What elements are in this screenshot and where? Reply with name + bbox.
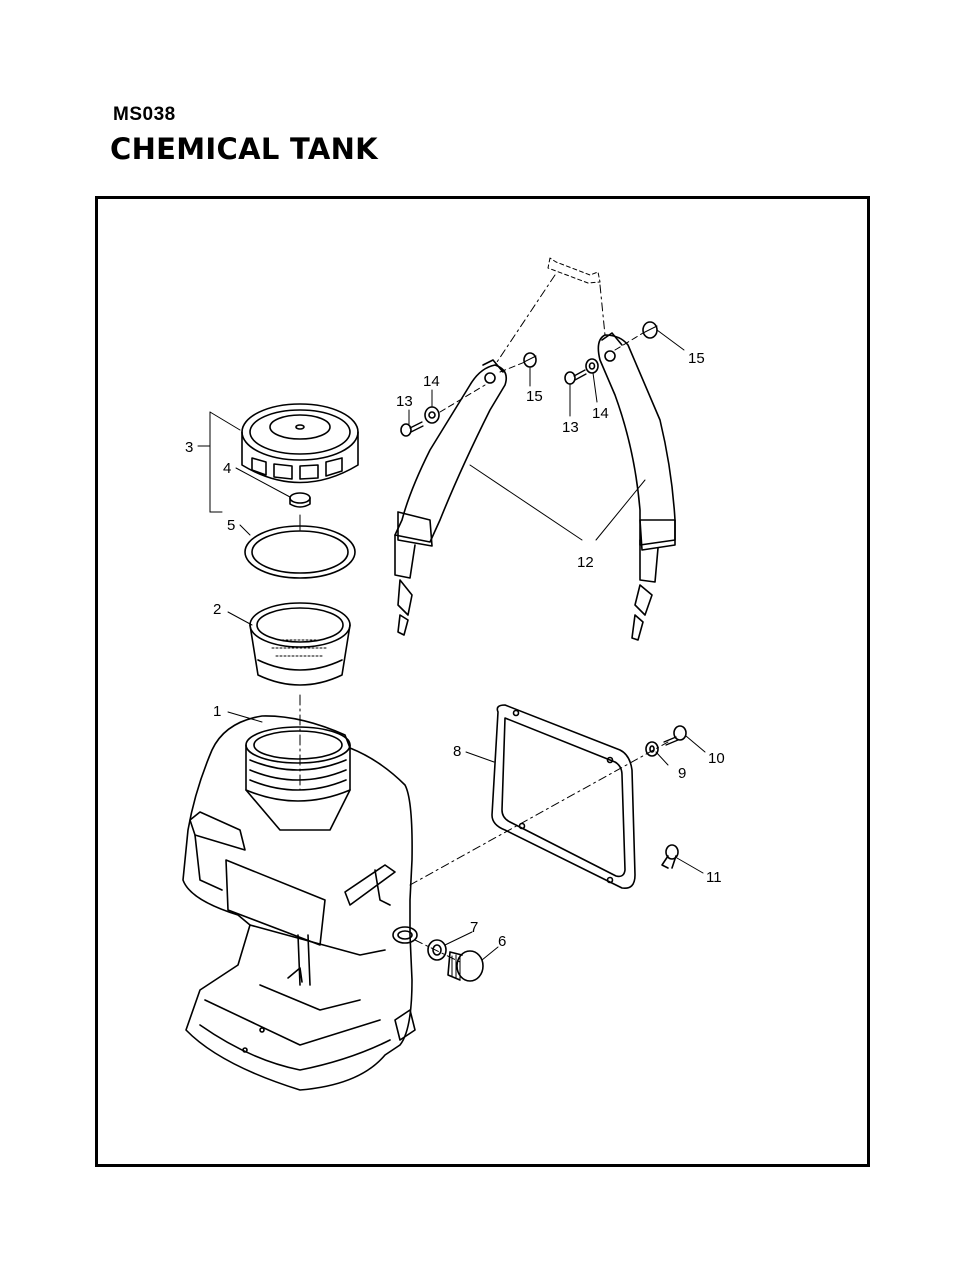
diagram-code: MS038 <box>113 104 176 125</box>
callout-2: 2 <box>213 601 221 618</box>
nut-15-right-part <box>642 321 658 339</box>
callout-14-right: 14 <box>592 405 609 422</box>
callout-7: 7 <box>470 919 478 936</box>
diagram-frame <box>95 196 870 1167</box>
tank-cap-part <box>241 403 359 484</box>
washer-14-left-part <box>424 406 440 424</box>
callout-13-right: 13 <box>562 419 579 436</box>
clip-11-part <box>661 844 679 869</box>
callout-3: 3 <box>185 439 193 456</box>
callout-15-left: 15 <box>526 388 543 405</box>
callout-13-left: 13 <box>396 393 413 410</box>
callout-15-right: 15 <box>688 350 705 367</box>
back-pad-part <box>491 704 636 890</box>
left-strap-part <box>394 359 508 636</box>
callout-5: 5 <box>227 517 235 534</box>
tank-body-part <box>182 715 418 1091</box>
callout-11: 11 <box>706 869 722 886</box>
drain-cap-part <box>447 950 484 982</box>
strainer-part <box>249 602 351 686</box>
callout-6: 6 <box>498 933 506 950</box>
bolt-13-left-part <box>400 421 424 437</box>
callout-1: 1 <box>213 703 221 720</box>
callout-4: 4 <box>223 460 231 477</box>
o-ring-part <box>244 525 356 579</box>
cap-valve-part <box>289 492 311 508</box>
leader-lines <box>197 329 706 961</box>
washer-14-right-part <box>585 358 599 374</box>
callout-8: 8 <box>453 743 461 760</box>
bolt-13-right-part <box>564 369 587 385</box>
drain-gasket-part <box>427 939 447 961</box>
callout-9: 9 <box>678 765 686 782</box>
callout-14-left: 14 <box>423 373 440 390</box>
callout-12: 12 <box>577 554 594 571</box>
nut-15-left-part <box>523 352 537 368</box>
diagram-title: CHEMICAL TANK <box>110 132 378 166</box>
callout-10: 10 <box>708 750 725 767</box>
bolt-10-part <box>663 725 687 746</box>
right-strap-part <box>597 332 676 641</box>
washer-9-part <box>645 741 659 757</box>
